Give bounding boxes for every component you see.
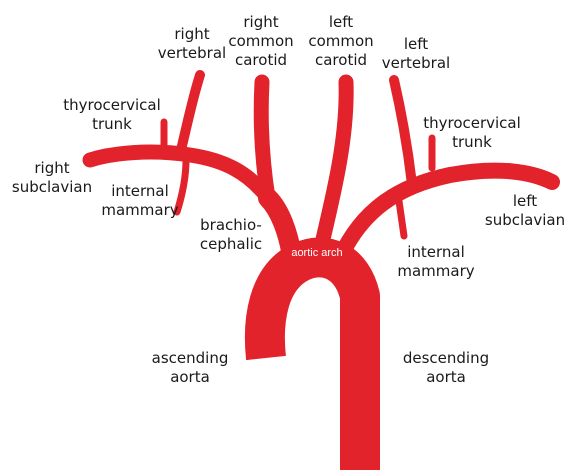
label-right-thyrocervical-trunk: thyrocervical trunk xyxy=(63,96,161,133)
left-subclavian-path xyxy=(332,162,560,266)
label-right-common-carotid: right common carotid xyxy=(228,13,294,69)
left-vertebral-path xyxy=(389,75,417,189)
label-left-internal-mammary: internal mammary xyxy=(397,243,475,280)
label-aortic-arch: aortic arch xyxy=(291,247,343,259)
label-left-subclavian: left subclavian xyxy=(484,192,566,229)
right-subclavian-path xyxy=(82,144,276,206)
right-vertebral-path xyxy=(175,70,205,159)
label-left-vertebral: left vertebral xyxy=(381,35,451,72)
label-left-thyrocervical-trunk: thyrocervical trunk xyxy=(423,114,521,151)
label-brachiocephalic: brachio- cephalic xyxy=(199,216,263,253)
label-ascending-aorta: ascending aorta xyxy=(151,349,229,386)
label-descending-aorta: descending aorta xyxy=(402,349,490,386)
left-internal-mammary-path xyxy=(394,190,408,240)
label-right-internal-mammary: internal mammary xyxy=(101,182,179,219)
left-common-carotid-path xyxy=(312,74,354,260)
aorta-path xyxy=(244,237,380,470)
label-left-common-carotid: left common carotid xyxy=(308,13,374,69)
label-right-subclavian: right subclavian xyxy=(11,159,93,196)
brachiocephalic-path xyxy=(258,188,302,266)
label-right-vertebral: right vertebral xyxy=(157,25,227,62)
right-internal-mammary-path xyxy=(173,156,190,216)
